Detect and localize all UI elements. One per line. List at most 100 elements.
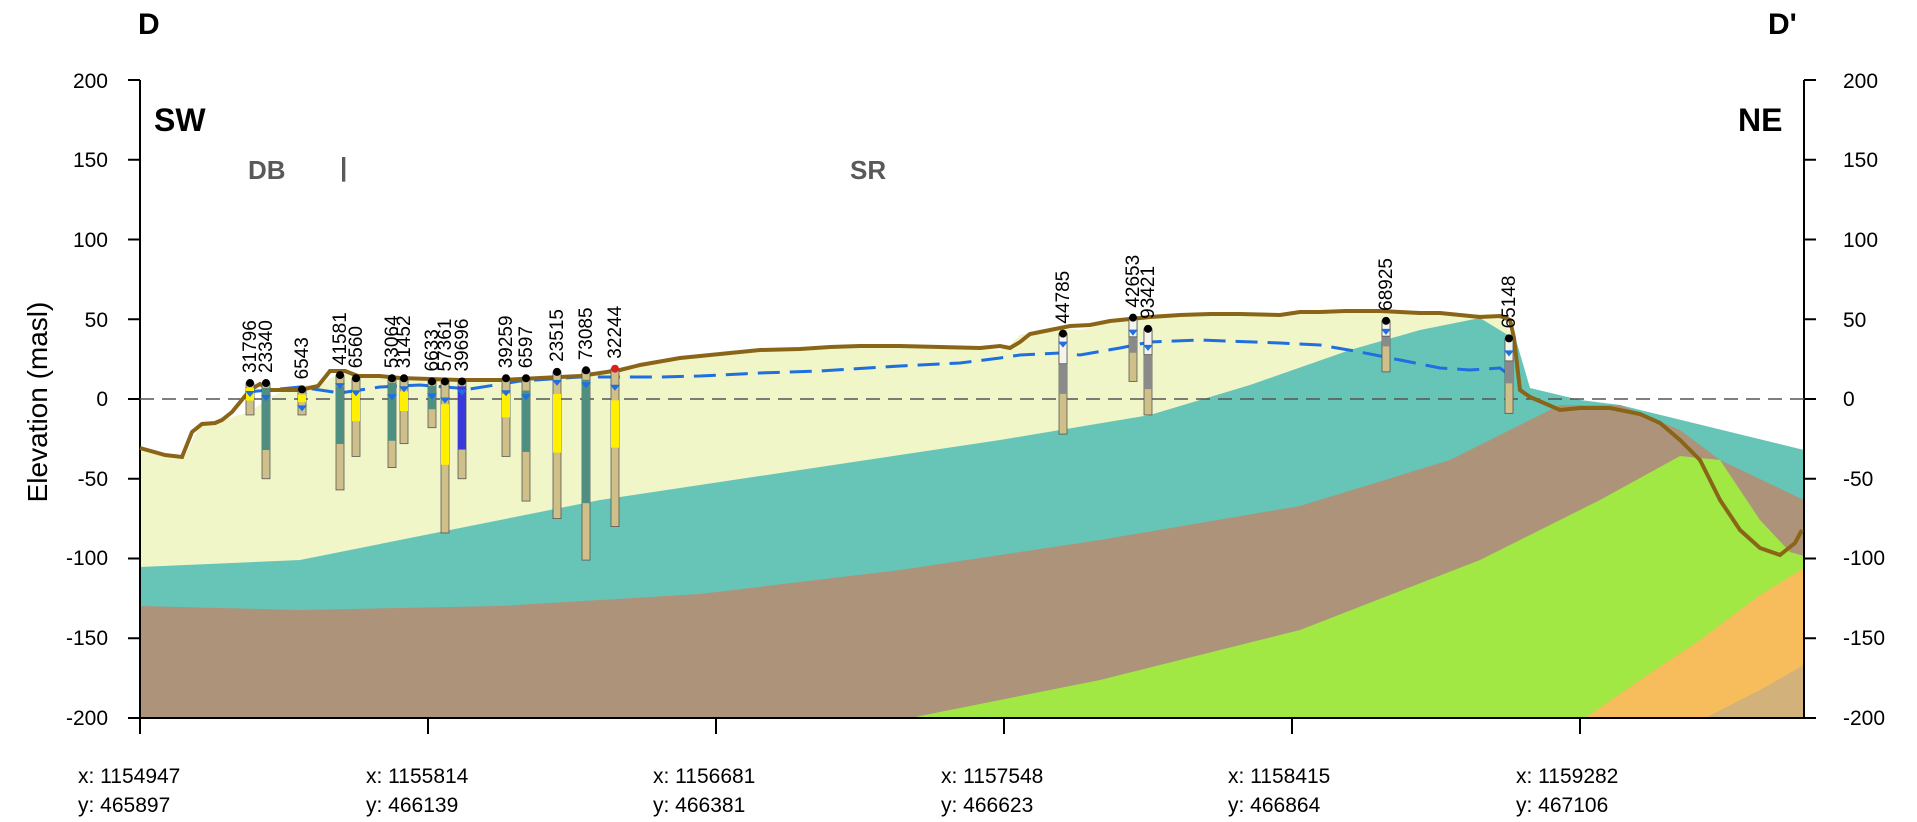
well-id-label: 6560: [346, 326, 367, 368]
unit-tan: [1705, 665, 1804, 718]
y-coordinate: y: 467106: [1516, 794, 1609, 817]
well-id-label: 23515: [547, 309, 568, 362]
well-top-marker: [400, 374, 408, 383]
well-log: 93421: [1138, 266, 1159, 416]
geologic-units: [140, 311, 1804, 718]
water-level-marker: [297, 405, 307, 412]
well-id-label: 68925: [1376, 258, 1397, 311]
y-tick-right: 0: [1843, 388, 1855, 411]
well-log: 39696: [452, 319, 473, 480]
y-coordinate: y: 466139: [366, 794, 459, 817]
well-id-label: 39696: [452, 319, 473, 372]
y-coordinate: y: 466381: [653, 794, 746, 817]
water-level-marker: [581, 382, 591, 389]
x-coordinate: x: 1157548: [941, 765, 1044, 788]
water-level-marker: [351, 390, 361, 397]
x-coordinate-label: x: 1159282 y: 467106: [1516, 762, 1618, 820]
well-top-marker: [1144, 324, 1152, 333]
well-id-label: 42653: [1123, 255, 1144, 308]
x-coordinate: x: 1158415: [1228, 765, 1331, 788]
well-screen: [502, 393, 510, 418]
well-top-marker: [522, 374, 530, 383]
well-id-label: 23340: [256, 320, 277, 373]
y-tick-left: 0: [96, 388, 108, 411]
well-top-marker: [502, 374, 510, 383]
well-screen: [352, 389, 360, 422]
well-screen: [553, 393, 561, 453]
water-level-marker: [335, 383, 345, 390]
well-top-marker: [352, 374, 360, 383]
well-screen: [1059, 343, 1067, 394]
well-log: 41581: [330, 312, 351, 491]
y-tick-right: 100: [1843, 229, 1879, 252]
water-level-marker: [501, 390, 511, 397]
well-log: 53064: [382, 315, 403, 468]
water-level-marker: [1058, 341, 1068, 348]
y-tick-right: -100: [1843, 547, 1886, 570]
well-top-marker: [1059, 329, 1067, 338]
ground-surface-line: [139, 309, 1804, 558]
x-coordinate: x: 1155814: [366, 765, 469, 788]
y-tick-left: 200: [72, 70, 108, 93]
well-log: 6560: [346, 326, 367, 457]
well-id-label: 6633: [422, 329, 443, 371]
well-top-marker: [262, 379, 270, 388]
x-coordinate-label: x: 1157548 y: 466623: [941, 762, 1043, 820]
y-tick-right: 150: [1843, 149, 1879, 172]
well-casing: [501, 377, 511, 457]
water-level-marker: [521, 394, 531, 401]
well-log: 31452: [394, 315, 415, 445]
well-id-label: 93421: [1138, 266, 1159, 319]
well-screen: [262, 387, 270, 451]
well-upper-casing: [1058, 333, 1068, 365]
water-level-marker: [387, 394, 397, 401]
y-tick-right: -150: [1843, 627, 1886, 650]
unit-orange: [1585, 568, 1804, 718]
y-tick-left: -50: [77, 468, 108, 491]
well-id-label: 73085: [576, 307, 597, 360]
water-level-marker: [399, 386, 409, 393]
water-level-marker: [1504, 350, 1514, 357]
well-id-label: 53064: [382, 315, 403, 368]
y-tick-left: -200: [65, 707, 108, 730]
well-screen: [388, 382, 396, 441]
well-screen: [1129, 327, 1137, 353]
x-coordinate: x: 1154947: [78, 765, 181, 788]
water-table-line: [247, 338, 1517, 395]
well-screen: [522, 390, 530, 452]
well-log: 6633: [422, 329, 443, 429]
well-top-marker: [1129, 313, 1137, 322]
well-top-marker: [458, 377, 466, 386]
x-coordinate-label: x: 1155814 y: 466139: [366, 762, 468, 820]
well-log: 68925: [1376, 258, 1397, 373]
water-level-marker: [440, 397, 450, 404]
well-top-marker: [428, 377, 436, 386]
section-end-label: D': [1768, 8, 1797, 41]
well-id-label: 44785: [1053, 271, 1074, 324]
well-log: 23515: [547, 309, 568, 520]
well-top-marker: [336, 371, 344, 380]
well-top-marker: [611, 364, 619, 373]
well-screen: [400, 391, 408, 411]
well-screen: [441, 404, 449, 465]
unit-green: [910, 456, 1804, 718]
water-level-marker: [610, 384, 620, 391]
well-screen: [336, 386, 344, 444]
well-top-marker: [298, 385, 306, 394]
y-tick-left: 50: [84, 309, 108, 332]
well-id-label: 6597: [516, 326, 537, 368]
well-log: 44785: [1053, 271, 1074, 435]
well-id-label: 39259: [496, 315, 517, 368]
orientation-right: NE: [1738, 102, 1783, 138]
water-level-marker: [427, 393, 437, 400]
y-tick-right: 200: [1843, 70, 1879, 93]
x-coordinate-label: x: 1156681 y: 466381: [653, 762, 755, 820]
water-level-marker: [261, 395, 271, 402]
well-top-marker: [1505, 334, 1513, 343]
x-coordinate-label: x: 1154947 y: 465897: [78, 762, 180, 820]
well-log: 57361: [435, 319, 456, 534]
well-top-marker: [388, 374, 396, 383]
zone-divider: |: [340, 152, 348, 182]
well-id-label: 41581: [330, 312, 351, 365]
